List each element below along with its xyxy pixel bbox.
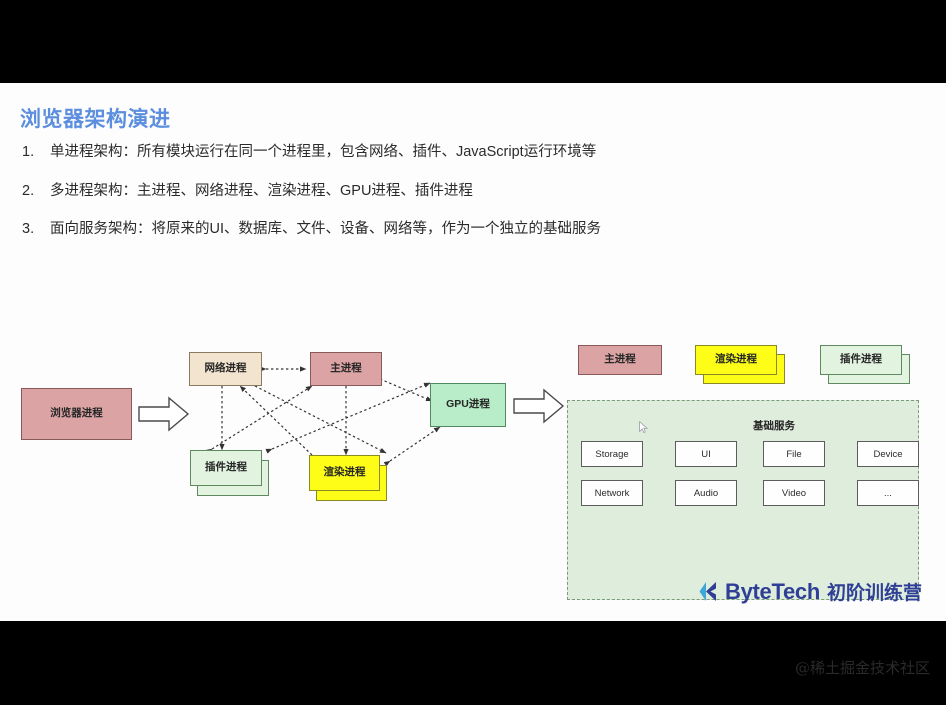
brand-name: ByteTech <box>724 578 820 604</box>
list-item-label: 单进程架构：所有模块运行在同一个进程里，包含网络、插件、JavaScript运行… <box>50 144 597 160</box>
letterbox-top <box>0 0 946 83</box>
service-box-more[interactable]: ... <box>857 480 919 506</box>
service-box-video[interactable]: Video <box>763 480 825 506</box>
diagram-box-main-process: 主进程 <box>310 352 382 386</box>
diagram-box-gpu-process: GPU进程 <box>430 383 506 427</box>
list-item-number: 2. <box>22 182 35 199</box>
list-item-label: 面向服务架构：将原来的UI、数据库、文件、设备、网络等，作为一个独立的基础服务 <box>50 221 601 238</box>
architecture-diagram: 浏览器进程 <box>0 83 946 621</box>
diagram-box-browser-process: 浏览器进程 <box>21 388 132 440</box>
diagram-box-plugin-process: 插件进程 <box>190 450 262 486</box>
list-item-number: 1. <box>22 144 35 160</box>
flow-arrow-2 <box>513 388 565 424</box>
watermark: @稀土掘金技术社区 <box>794 659 930 677</box>
brand-subtitle: 初阶训练营 <box>826 583 922 604</box>
list-item-label: 多进程架构：主进程、网络进程、渲染进程、GPU进程、插件进程 <box>50 182 473 199</box>
list-item: 3. 面向服务架构：将原来的UI、数据库、文件、设备、网络等，作为一个独立的基础… <box>22 220 922 240</box>
soa-box-plugin-process: 插件进程 <box>820 345 902 375</box>
list-item-number: 3. <box>22 221 35 238</box>
diagram-box-network-process: 网络进程 <box>189 352 262 386</box>
service-box-file[interactable]: File <box>763 441 825 467</box>
diagram-box-renderer-process: 渲染进程 <box>309 455 380 491</box>
brand-lockup: ByteTech 初阶训练营 <box>699 578 922 605</box>
page-title: 浏览器架构演进 <box>20 108 171 131</box>
service-box-ui[interactable]: UI <box>675 441 737 467</box>
service-box-network[interactable]: Network <box>581 480 643 506</box>
service-box-audio[interactable]: Audio <box>675 480 737 506</box>
service-box-storage[interactable]: Storage <box>581 441 643 467</box>
service-box-device[interactable]: Device <box>857 441 919 467</box>
mouse-cursor-icon <box>639 421 648 434</box>
base-services-title: 基础服务 <box>753 420 795 432</box>
flow-arrow-1 <box>138 396 190 432</box>
list-item: 1. 单进程架构：所有模块运行在同一个进程里，包含网络、插件、JavaScrip… <box>22 143 922 163</box>
soa-box-main-process: 主进程 <box>578 345 662 375</box>
list-item: 2. 多进程架构：主进程、网络进程、渲染进程、GPU进程、插件进程 <box>22 182 922 202</box>
bytetech-logo-icon <box>699 582 716 601</box>
soa-box-renderer-process: 渲染进程 <box>695 345 777 375</box>
diagram-connectors <box>205 366 441 467</box>
bullet-list: 1. 单进程架构：所有模块运行在同一个进程里，包含网络、插件、JavaScrip… <box>22 143 922 259</box>
letterbox-bottom <box>0 621 946 705</box>
slide-canvas: 浏览器架构演进 1. 单进程架构：所有模块运行在同一个进程里，包含网络、插件、J… <box>0 83 946 621</box>
